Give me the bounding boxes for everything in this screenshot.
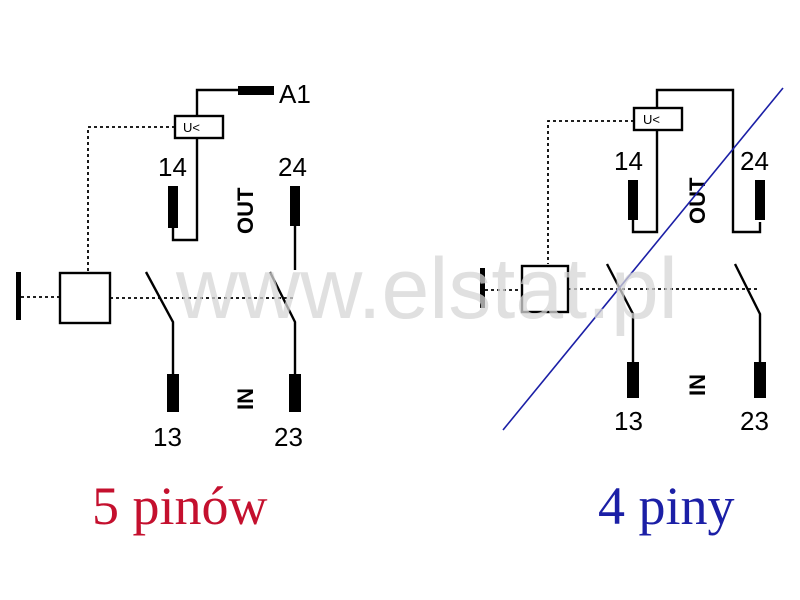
right-pin13-label: 13 [614,406,643,436]
left-out-label: OUT [233,187,258,234]
left-a1-terminal [238,86,274,95]
right-actuator-bar [480,268,485,308]
right-relay-top-wire [655,88,762,234]
right-out-label: OUT [685,177,710,224]
left-caption: 5 pinów [92,476,268,536]
left-pin24-label: 24 [278,152,307,182]
watermark-text: www.elstat.pl [175,241,678,337]
right-pin13-terminal [627,362,639,398]
right-pin23-label: 23 [740,406,769,436]
right-in-label: IN [685,374,710,396]
left-dashed-link [87,126,175,272]
left-a1-label: A1 [279,79,311,109]
left-coil-box [58,271,112,325]
left-relay-label: U< [183,120,200,135]
left-relay-to-14-wire [171,138,199,242]
left-diagram: A1 U< 14 24 13 23 OUT IN 5 [16,79,311,536]
right-pin23-terminal [754,362,766,398]
left-pin13-terminal [167,374,179,412]
left-switch2 [268,271,297,378]
right-caption: 4 piny [598,476,735,536]
right-pin24-label: 24 [740,146,769,176]
left-switch1 [144,271,175,378]
left-supply-wire [195,88,240,116]
right-pin14-label: 14 [614,146,643,176]
right-switch2 [733,263,762,366]
right-pin14-terminal [628,180,638,220]
right-relay-label: U< [643,112,660,127]
right-switch1 [605,263,635,366]
left-actuator-bar [16,272,21,320]
right-dashed-link [547,120,634,264]
left-in-label: IN [233,388,258,410]
right-relay-to-14-wire [631,130,659,234]
left-pin14-label: 14 [158,152,187,182]
right-diagram: U< 14 24 13 23 OUT IN 4 piny [480,87,784,536]
left-pin23-label: 23 [274,422,303,452]
left-pin24-terminal [290,186,300,226]
right-pin24-terminal [755,180,765,220]
left-pin23-terminal [289,374,301,412]
right-strike-line [502,87,784,431]
left-pin14-terminal [168,186,178,228]
left-pin13-label: 13 [153,422,182,452]
